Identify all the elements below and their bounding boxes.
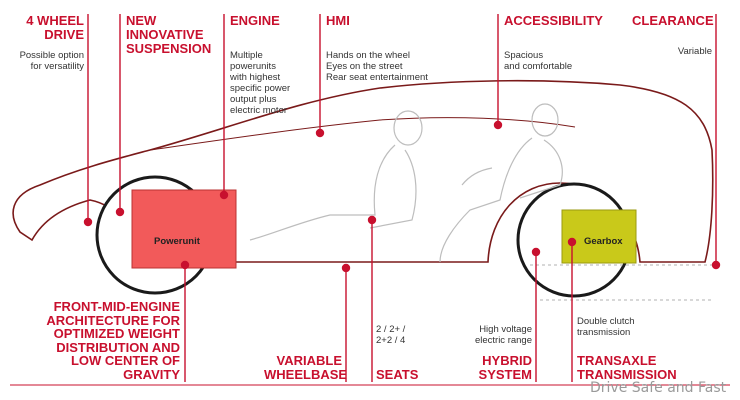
transaxle-title-line1: TRANSAXLE [577,353,657,368]
seats-desc: 2 / 2+ / 2+2 / 4 [376,324,405,346]
four-wheel-drive-title-line1: 4 WHEEL [26,13,84,28]
hmi-desc-line2: Eyes on the street [326,61,403,72]
transaxle-desc-line1: Double clutch [577,316,635,327]
engine-title: ENGINE [230,13,280,28]
front-passenger-figure [439,103,563,263]
transaxle-desc-line2: transmission [577,327,631,338]
accessibility-title: ACCESSIBILITY [504,13,603,28]
hmi-desc: Hands on the wheel Eyes on the street Re… [326,50,428,83]
engine-desc-line6: electric motor [230,105,288,116]
wheelbase-title: VARIABLE WHEELBASE [264,353,348,382]
transaxle-title: TRANSAXLE TRANSMISSION [577,354,677,382]
powerunit-label: Powerunit [154,236,200,247]
seats-title: SEATS [376,367,419,382]
suspension-title-line2: INNOVATIVE [126,27,204,42]
suspension-title-line3: SUSPENSION [126,41,212,56]
transaxle-desc: Double clutch transmission [577,316,635,338]
accessibility-desc-line2: and comfortable [504,61,573,72]
front-mid-engine-title: FRONT-MID-ENGINE ARCHITECTURE FOR OPTIMI… [40,300,180,381]
hmi-desc-line1: Hands on the wheel [326,50,410,61]
hybrid-desc: High voltage electric range [462,324,532,346]
watermark-text: Drive Safe and Fast [590,380,727,396]
front-mid-line4: DISTRIBUTION AND [56,339,180,355]
gearbox-label: Gearbox [584,236,623,247]
engine-desc-line3: with highest [230,72,281,83]
hmi-title: HMI [326,13,350,28]
four-wheel-drive-title-line2: DRIVE [44,27,84,42]
engine-desc-line4: specific power [230,83,291,94]
wheelbase-title-line1: VARIABLE [276,353,342,368]
accessibility-desc: Spacious and comfortable [504,50,572,72]
front-mid-line5: LOW CENTER OF [70,353,180,368]
hybrid-title-line2: SYSTEM [478,367,532,382]
seats-desc-line1: 2 / 2+ / [376,324,406,335]
front-mid-line3: OPTIMIZED WEIGHT [53,326,180,341]
engine-desc-line5: output plus [230,94,277,105]
hybrid-desc-line2: electric range [474,335,532,346]
hybrid-desc-line1: High voltage [479,324,532,335]
four-wheel-drive-desc-line2: for versatility [30,61,84,72]
accessibility-desc-line1: Spacious [504,50,544,61]
transaxle-title-line2: TRANSMISSION [577,367,677,382]
clearance-title: CLEARANCE [632,13,714,28]
suspension-title-line1: NEW [126,13,157,28]
front-mid-line2: ARCHITECTURE FOR [46,312,180,328]
clearance-desc: Variable [677,46,712,57]
rear-passenger-figure [249,110,423,241]
hybrid-title: HYBRID SYSTEM [470,354,532,382]
window-line [149,117,576,151]
four-wheel-drive-desc-line1: Possible option [19,50,84,61]
powerunit-box [131,189,237,269]
seats-desc-line2: 2+2 / 4 [376,335,406,346]
gearbox-box [561,209,637,264]
wheelbase-title-line2: WHEELBASE [264,367,348,382]
callout-lines [83,14,721,382]
engine-desc-line1: Multiple [230,50,263,61]
engine-desc: Multiple powerunits with highest specifi… [230,50,290,116]
four-wheel-drive-desc: Possible option for versatility [14,50,84,72]
hmi-desc-line3: Rear seat entertainment [326,72,428,83]
suspension-title: NEW INNOVATIVE SUSPENSION [126,14,211,56]
front-mid-line1: FRONT-MID-ENGINE [53,299,180,314]
engine-desc-line2: powerunits [230,61,276,72]
four-wheel-drive-title: 4 WHEEL DRIVE [26,14,84,42]
hybrid-title-line1: HYBRID [482,353,532,368]
front-mid-line6: GRAVITY [123,366,180,382]
